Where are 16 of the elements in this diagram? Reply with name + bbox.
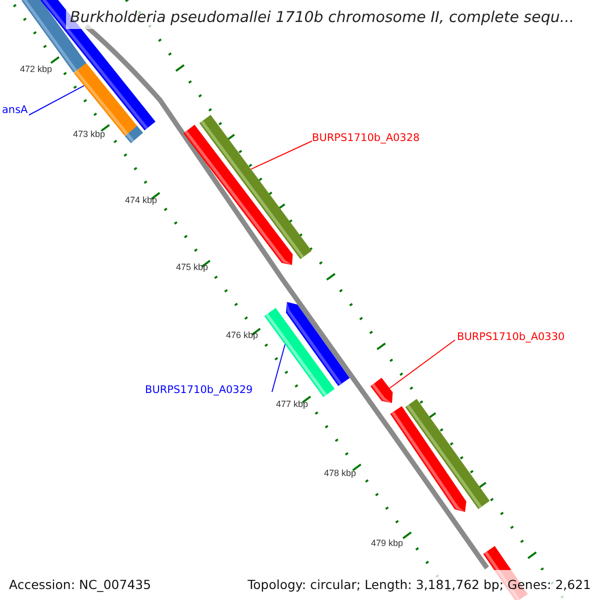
gene-label: BURPS1710b_A0328: [312, 133, 420, 144]
footer-text: Topology: circular; Length: 3,181,762 bp; Genes: 2,621: [248, 576, 591, 594]
footer-text: Accession: NC_007435: [9, 576, 152, 594]
gene-label: BURPS1710b_A0330: [457, 332, 565, 342]
gene-arrow: [199, 114, 312, 260]
gene-label: BURPS1710b_A0329: [145, 385, 253, 396]
tick-label: 474 kbp: [125, 196, 158, 205]
tick-label: 479 kbp: [371, 539, 404, 548]
leader-line: [28, 85, 84, 116]
leader-line: [272, 344, 286, 392]
leader-line: [389, 340, 456, 389]
tick-label: 473 kbp: [73, 130, 106, 139]
gene-arrow: [370, 378, 393, 403]
gene-label: ansA: [2, 105, 28, 116]
leader-line: [250, 140, 312, 170]
tick-label: 478 kbp: [324, 469, 356, 478]
